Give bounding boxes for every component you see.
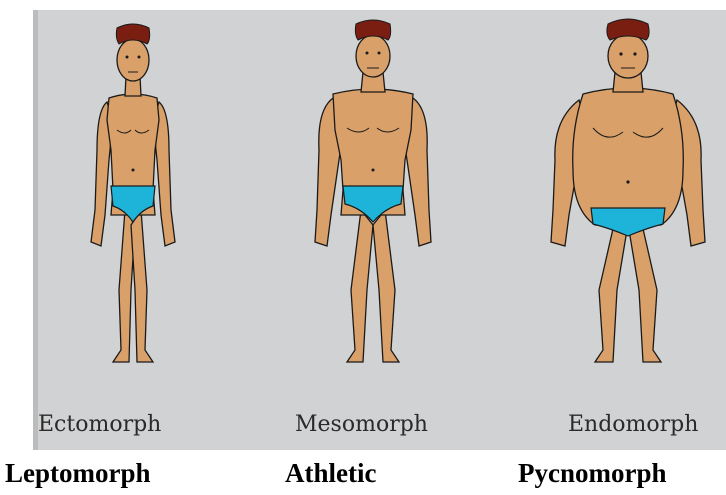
type-label-endomorph: Endomorph — [568, 412, 698, 437]
diagram-panel: Ectomorph Mesomorph Endomorph — [33, 10, 726, 450]
endomorph-figure — [543, 10, 713, 370]
alt-label-athletic: Athletic — [285, 458, 376, 489]
alt-label-leptomorph: Leptomorph — [5, 458, 151, 489]
type-label-mesomorph: Mesomorph — [295, 412, 428, 437]
type-label-ectomorph: Ectomorph — [38, 412, 161, 437]
alt-label-pycnomorph: Pycnomorph — [518, 458, 667, 489]
ectomorph-figure — [73, 10, 193, 370]
panel-left-border — [33, 10, 38, 450]
mesomorph-figure — [303, 10, 443, 370]
